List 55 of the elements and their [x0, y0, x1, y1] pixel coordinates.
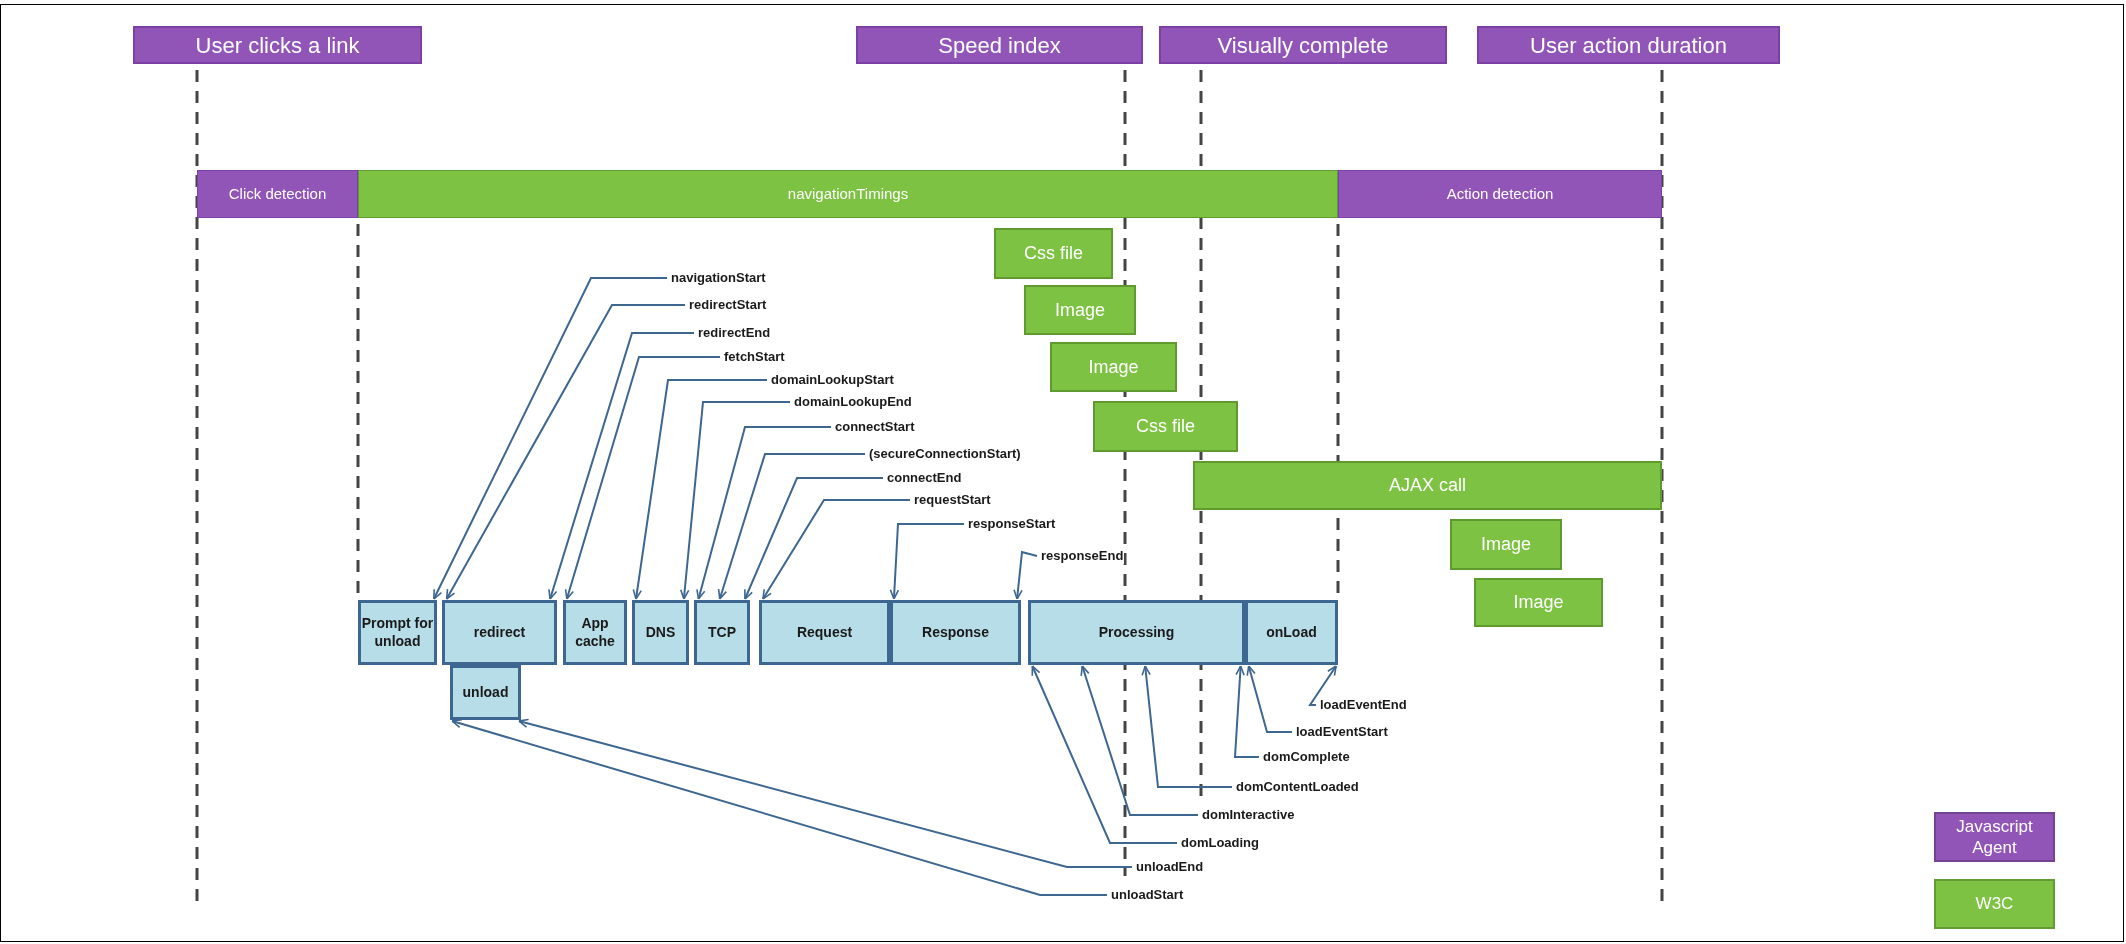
resource-bar: Css file — [1093, 401, 1238, 452]
timing-label: domainLookupStart — [770, 372, 895, 388]
timing-label: navigationStart — [670, 270, 767, 286]
timing-label: domComplete — [1262, 749, 1351, 765]
timing-label: (secureConnectionStart) — [868, 446, 1022, 462]
resource-bar: Css file — [994, 228, 1113, 279]
leader-line — [1013, 550, 1038, 600]
phase-bar: Action detection — [1338, 170, 1662, 218]
event-marker-box: User action duration — [1477, 26, 1780, 64]
leader-line — [1233, 665, 1260, 758]
timing-phase-box: Processing — [1028, 600, 1245, 665]
timing-phase-box: TCP — [694, 600, 750, 665]
leader-line — [743, 477, 884, 600]
timing-phase-box: redirect — [442, 600, 557, 665]
resource-bar: AJAX call — [1193, 461, 1662, 510]
timing-label: responseStart — [967, 516, 1057, 532]
legend-label: W3C — [1975, 893, 2014, 915]
leader-line — [1246, 665, 1293, 733]
phase-bar: navigationTimings — [358, 170, 1338, 218]
timing-phase-box: Prompt for unload — [358, 600, 437, 665]
leader-line — [717, 453, 866, 600]
leader-line — [451, 718, 1108, 896]
leader-line — [564, 356, 721, 600]
timing-phase-box: App cache — [563, 600, 627, 665]
leader-line — [632, 379, 768, 600]
leader-line — [679, 401, 791, 600]
timing-phase-box: onLoad — [1245, 600, 1338, 665]
timing-phase-box: Response — [890, 600, 1021, 665]
leader-line — [548, 332, 695, 600]
leader-line — [517, 718, 1133, 868]
timing-label: domLoading — [1180, 835, 1260, 851]
leader-line — [432, 277, 668, 600]
resource-bar: Image — [1474, 578, 1603, 627]
resource-bar: Image — [1024, 285, 1136, 335]
leader-line — [1080, 665, 1199, 816]
leader-line — [445, 304, 686, 600]
leader-line — [696, 426, 832, 600]
leader-line — [1031, 665, 1178, 844]
resource-bar: Image — [1450, 519, 1562, 570]
timing-phase-box: Request — [759, 600, 890, 665]
leader-line — [1308, 665, 1338, 706]
timing-label: responseEnd — [1040, 548, 1125, 564]
phase-bar: Click detection — [197, 170, 358, 218]
legend-label: Javascript Agent — [1955, 815, 2034, 859]
timing-label: requestStart — [913, 492, 992, 508]
event-marker-box: User clicks a link — [133, 26, 422, 64]
leader-line — [889, 523, 965, 600]
timing-label: domainLookupEnd — [793, 394, 913, 410]
resource-bar: Image — [1050, 342, 1177, 392]
event-marker-box: Speed index — [856, 26, 1143, 64]
leader-line — [1141, 665, 1233, 788]
timing-phase-box: DNS — [632, 600, 689, 665]
leader-line — [761, 499, 911, 600]
timing-phase-box: unload — [450, 665, 521, 720]
event-marker-box: Visually complete — [1159, 26, 1447, 64]
